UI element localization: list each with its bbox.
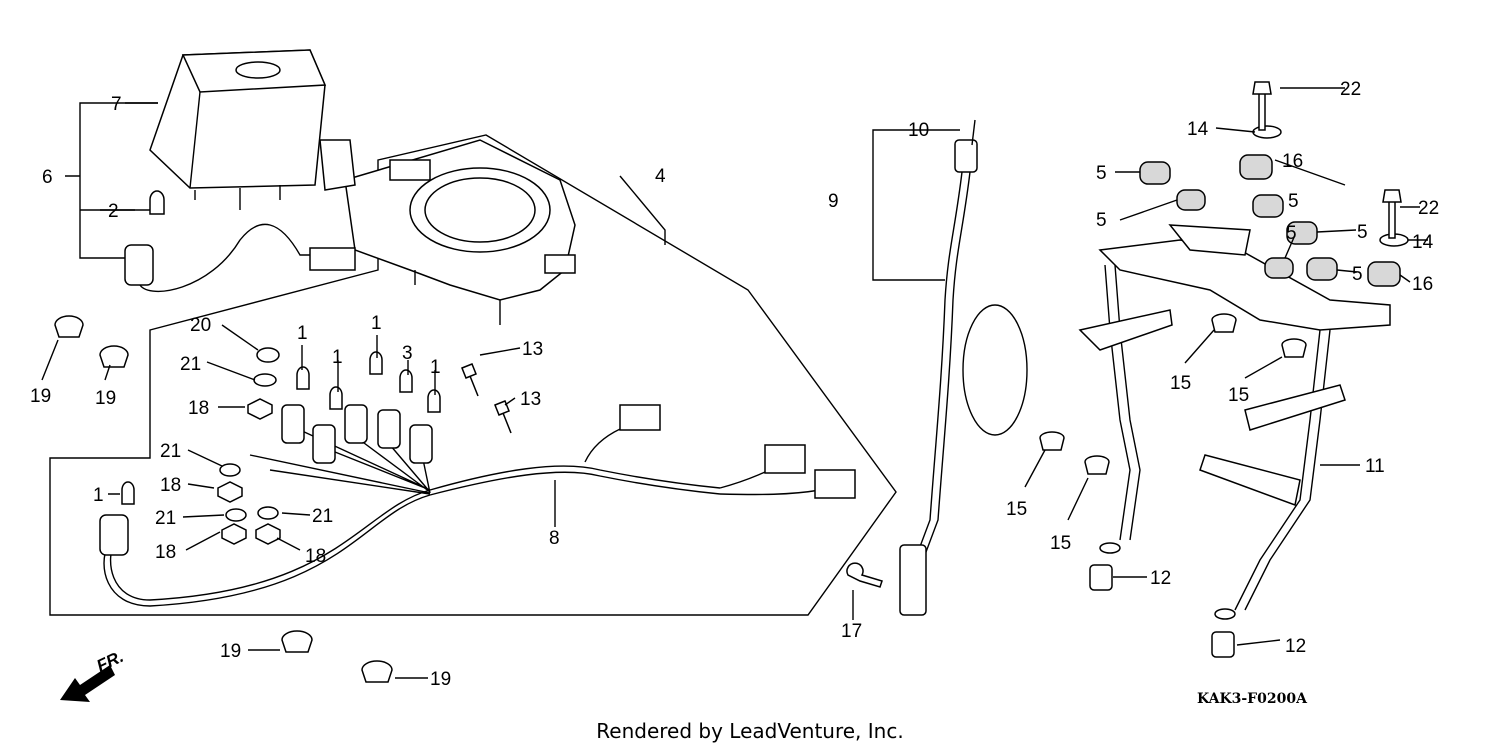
wire-harness-part (103, 404, 856, 607)
small-hardware (54, 315, 512, 683)
callout-label: 1 (371, 313, 382, 334)
callout-label: 13 (520, 389, 541, 410)
callout-label: 18 (188, 398, 209, 419)
bracket-6-7 (79, 102, 158, 259)
speedometer-part (319, 139, 576, 325)
socket-assy-part (124, 223, 356, 293)
bulbs (121, 190, 441, 505)
callout-label: 8 (549, 528, 560, 549)
callout-label: 3 (402, 343, 413, 364)
callout-label: 4 (655, 166, 666, 187)
callout-label: 19 (430, 669, 451, 690)
callout-label: 15 (1170, 373, 1191, 394)
callout-label: 20 (190, 315, 211, 336)
speedometer-cable-part (899, 119, 1028, 616)
callout-label: 18 (155, 542, 176, 563)
callout-label: 1 (332, 347, 343, 368)
callout-label: 16 (1412, 274, 1433, 295)
callout-label: 5 (1096, 210, 1107, 231)
callout-label: 13 (522, 339, 543, 360)
callout-label: 18 (160, 475, 181, 496)
callout-label: 5 (1352, 264, 1363, 285)
credit-text: Rendered by LeadVenture, Inc. (596, 719, 903, 743)
callout-label: 14 (1187, 119, 1209, 140)
callout-label: 15 (1228, 385, 1249, 406)
front-label: FR. (94, 647, 127, 676)
callout-label: 6 (42, 167, 53, 188)
meter-bracket-part (1078, 224, 1391, 611)
callout-label: 2 (108, 201, 119, 222)
callout-label: 21 (160, 441, 181, 462)
callout-label: 7 (111, 94, 122, 115)
rubber-mounts (1039, 81, 1409, 658)
callout-label: 5 (1357, 222, 1368, 243)
front-arrow-icon (60, 665, 115, 702)
callout-label: 16 (1282, 151, 1303, 172)
meter-case-part (149, 49, 327, 210)
callout-label: 1 (430, 357, 441, 378)
callout-label: 5 (1286, 223, 1297, 244)
callout-label: 22 (1418, 198, 1439, 219)
callout-label: 19 (220, 641, 241, 662)
callout-label: 5 (1288, 191, 1299, 212)
callout-label: 21 (180, 354, 201, 375)
diagram-code: KAK3-F0200A (1197, 691, 1308, 707)
screw-part (846, 562, 883, 588)
leader-lines (41, 87, 1428, 679)
callout-label: 18 (305, 546, 326, 567)
callout-label: 1 (297, 323, 308, 344)
bulb-sockets (99, 404, 433, 556)
callout-label: 21 (155, 508, 176, 529)
callout-label: 19 (95, 388, 116, 409)
callout-label: 12 (1150, 568, 1171, 589)
callout-label: 22 (1340, 79, 1361, 100)
callout-label: 9 (828, 191, 839, 212)
callout-label: 10 (908, 120, 929, 141)
callout-label: 5 (1096, 163, 1107, 184)
callout-label: 17 (841, 621, 862, 642)
callout-label: 15 (1050, 533, 1071, 554)
callout-label: 11 (1365, 456, 1385, 477)
assembly-outline (49, 134, 897, 616)
callout-label: 19 (30, 386, 51, 407)
callout-label: 21 (312, 506, 333, 527)
bracket-9-10 (872, 129, 960, 281)
callout-label: 15 (1006, 499, 1027, 520)
callout-label: 1 (93, 485, 104, 506)
callout-label: 12 (1285, 636, 1306, 657)
callout-label: 14 (1412, 232, 1434, 253)
